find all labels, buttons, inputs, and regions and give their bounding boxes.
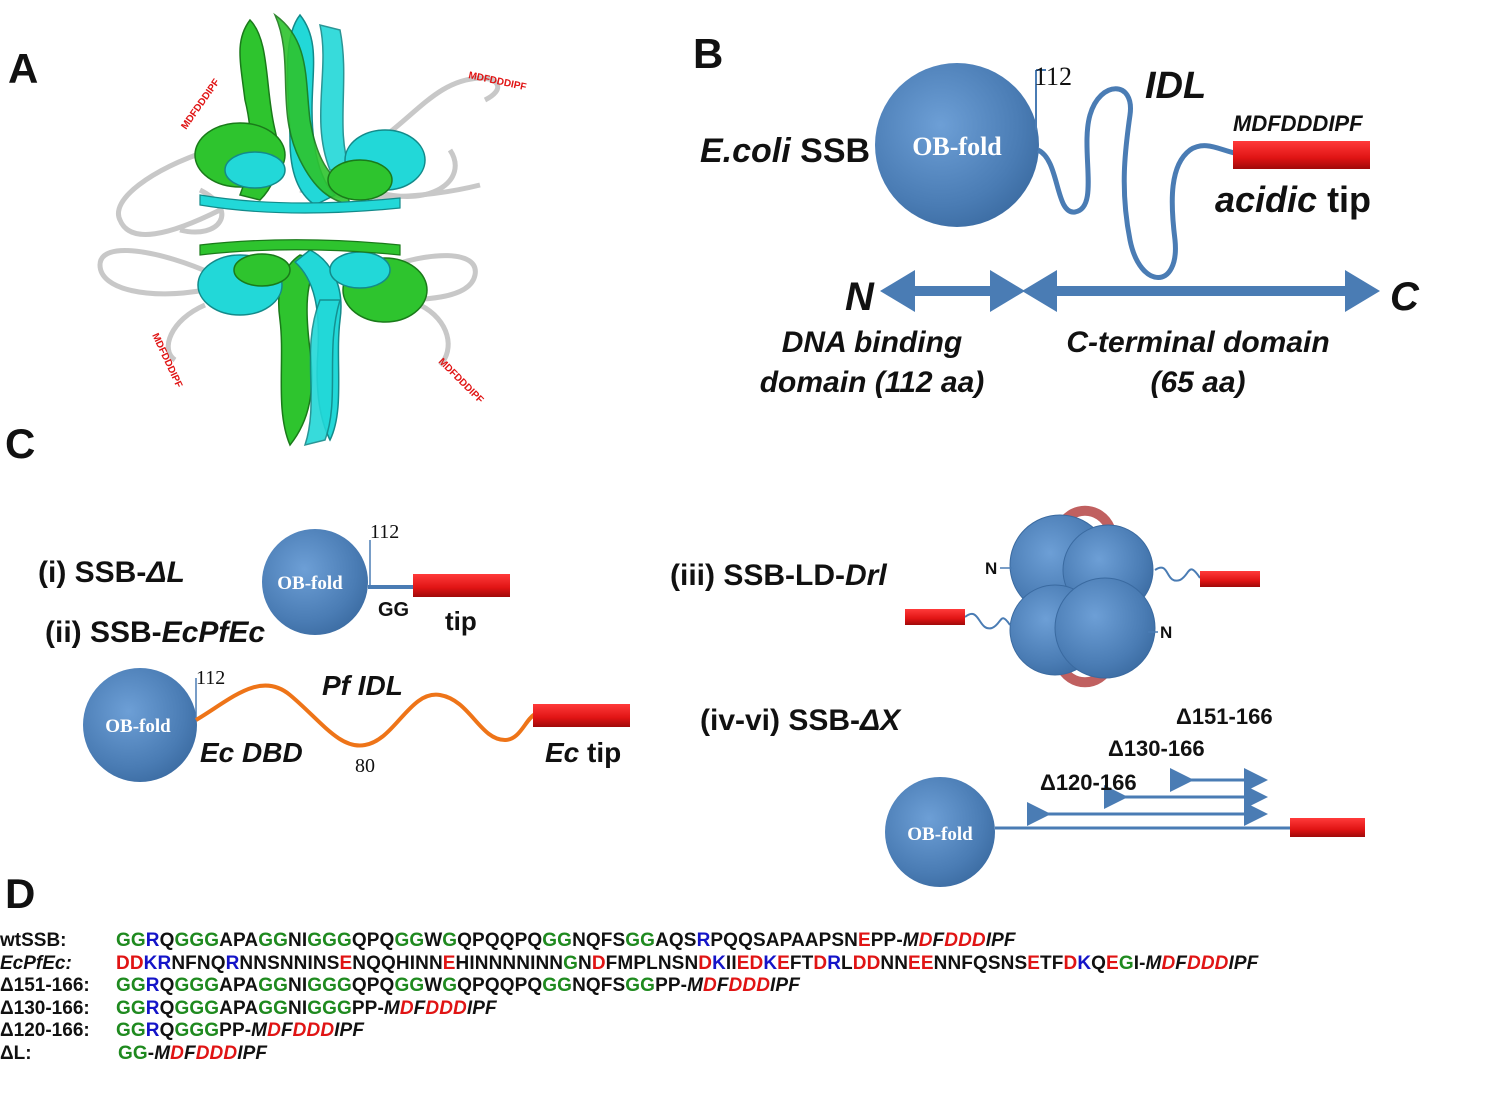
ssb-deltaX-label: (iv-vi) SSB-ΔX [700, 704, 902, 737]
ssb-deltaL-label: (i) SSB-ΔL [38, 556, 185, 589]
deletion-130-label: Δ130-166 [1108, 736, 1205, 761]
figure-canvas: MDFDDDIPF MDFDDDIPF MDFDDDIPF MDFDDDIPF … [38, 12, 1420, 887]
panel-c-i: (i) SSB-ΔL OB-fold 112 GG tip [38, 521, 510, 636]
n-label-right: N [1160, 623, 1172, 642]
deletion-arrows [1027, 768, 1268, 826]
tip-cii [533, 704, 630, 727]
idl-label-b: IDL [1145, 65, 1206, 107]
panel-letter-b: B [693, 30, 724, 77]
ssb-ecpfec-label: (ii) SSB-EcPfEc [45, 616, 265, 649]
sequence-label: ΔL: [0, 1042, 32, 1064]
ob-fold-domain-b [875, 63, 1039, 227]
sequence-text: GGRQGGGAPAGGNIGGGQPQGGWGQPQQPQGGNQFSGGPP… [116, 975, 800, 997]
sequence-text: GGRQGGGPP-MDFDDDIPF [116, 1020, 365, 1042]
sequence-label: Δ151-166: [0, 975, 90, 997]
sequence-text: DDKRNFNQRNNSNNINSENQQHINNEHINNNNINNGNDFM… [116, 952, 1259, 974]
c-terminal-line2: (65 aa) [1150, 366, 1245, 399]
sequence-label: wtSSB: [0, 930, 67, 951]
ob-fold-domain-cii [83, 668, 197, 782]
sequence-label: EcPfEc: [0, 952, 72, 974]
dna-binding-line2: domain (112 aa) [760, 366, 985, 399]
sequence-text: GGRQGGGAPAGGNIGGGQPQGGWGQPQQPQGGNQFSGGAQ… [116, 930, 1016, 951]
tip-ci [413, 574, 510, 597]
ob-fold-label-b: OB-fold [912, 132, 1002, 161]
sequence-label: Δ130-166: [0, 997, 90, 1019]
tip-label-ci: tip [445, 606, 477, 636]
ob-fold-domain-ci [262, 529, 368, 635]
gg-linker-label: GG [378, 599, 409, 621]
ob-fold-domain-civ [885, 777, 995, 887]
ob-fold-label-ci: OB-fold [277, 573, 343, 594]
panel-letter-d: D [5, 870, 36, 917]
idl-loop-b [1036, 86, 1236, 280]
panel-c-ivvi: (iv-vi) SSB-ΔX OB-fold Δ151-166 Δ130-166… [700, 704, 1365, 887]
c-terminal-line1: C-terminal domain [1066, 326, 1329, 359]
ob-fold-label-cii: OB-fold [105, 716, 171, 737]
upper-dimer [194, 12, 426, 214]
lower-dimer [197, 239, 428, 447]
ob-fold-label-civ: OB-fold [907, 824, 973, 845]
deletion-151-label: Δ151-166 [1176, 704, 1273, 729]
sequence-text: GGRQGGGAPAGGNIGGGPP-MDFDDDIPF [116, 997, 497, 1019]
ec-dbd-label: Ec DBD [200, 737, 303, 768]
residue-112-b: 112 [1034, 62, 1072, 91]
tip-civ [1290, 818, 1365, 837]
panel-c-iii: (iii) SSB-LD-Drl N N [670, 505, 1260, 688]
panel-b-schematic: OB-fold 112 IDL MDFDDDIPF acidic tip E.c… [700, 62, 1420, 399]
deletion-120-label: Δ120-166 [1040, 770, 1137, 795]
panel-a-structure: MDFDDDIPF MDFDDDIPF MDFDDDIPF MDFDDDIPF [97, 12, 527, 447]
sequence-label: Δ120-166: [0, 1020, 90, 1042]
panel-letter-a: A [8, 45, 39, 92]
loop-length-80: 80 [355, 755, 375, 777]
tip-label-a4: MDFDDDIPF [436, 356, 485, 405]
tip-sequence-b: MDFDDDIPF [1233, 111, 1363, 136]
tip-ciii-left [905, 609, 965, 625]
sequence-text: GG-MDFDDDIPF [118, 1042, 268, 1064]
pf-idl-label: Pf IDL [322, 670, 403, 701]
dna-binding-line1: DNA binding [782, 326, 963, 359]
tetramer-subunit-4 [1054, 577, 1156, 679]
ssb-ld-drl-label: (iii) SSB-LD-Drl [670, 559, 887, 592]
tip-label-a1: MDFDDDIPF [179, 77, 222, 132]
n-terminus-b: N [845, 275, 875, 319]
acidic-tip-label-b: acidic tip [1215, 179, 1371, 220]
idl-loops [97, 75, 500, 367]
pf-idl-loop [194, 683, 537, 748]
n-label-left: N [985, 559, 997, 578]
ecoli-ssb-label: E.coli SSB [700, 132, 870, 170]
panel-letter-c: C [5, 420, 36, 467]
residue-112-ci: 112 [370, 521, 399, 543]
tip-ciii-right [1200, 571, 1260, 587]
domain-arrows-b [880, 270, 1380, 312]
residue-112-cii: 112 [196, 667, 225, 689]
c-terminus-b: C [1390, 275, 1420, 319]
panel-c-ii: (ii) SSB-EcPfEc OB-fold 112 Pf IDL Ec DB… [45, 616, 630, 782]
acidic-tip-b [1233, 141, 1370, 169]
ec-tip-label: Ec tip [545, 737, 621, 768]
